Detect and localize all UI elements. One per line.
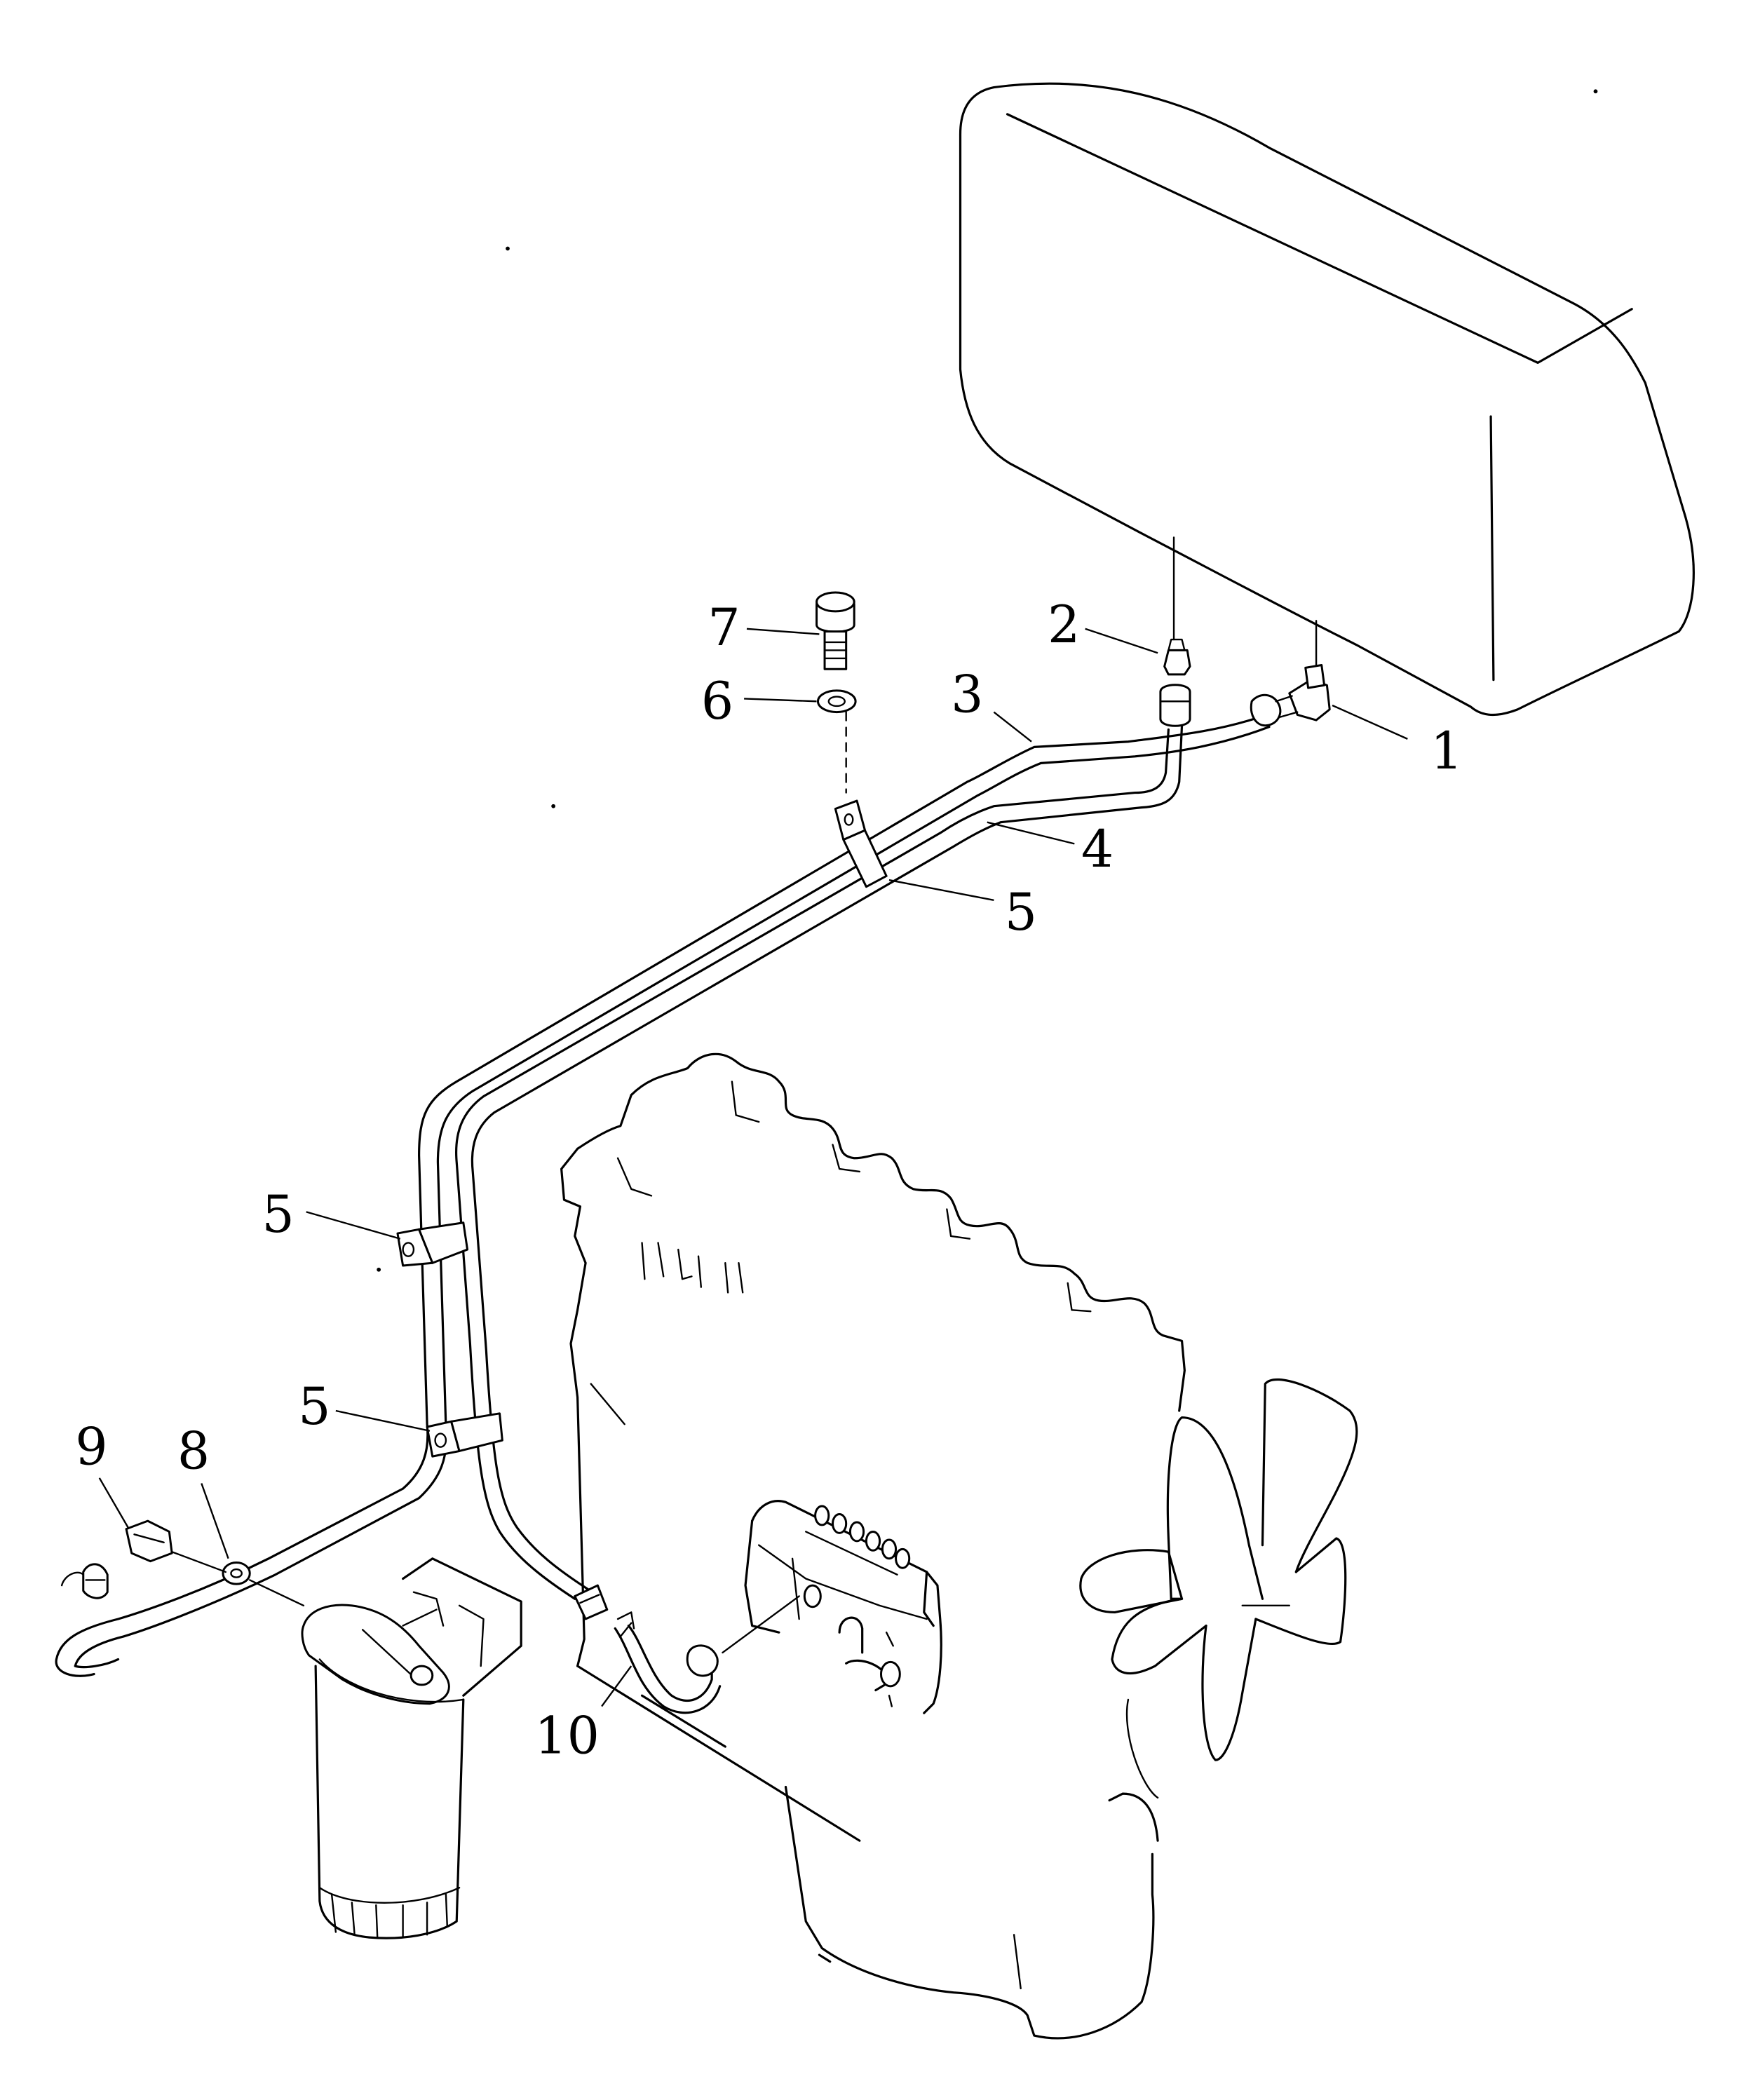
- callout-label-8: 8: [177, 1421, 210, 1481]
- connector-fitting: [1160, 639, 1190, 726]
- fuel-injection-pump: [745, 1501, 941, 1713]
- callout-label-3: 3: [951, 665, 983, 725]
- clamp-lower: [427, 1414, 502, 1456]
- elbow-fitting: [1251, 665, 1329, 726]
- callout-label-6: 6: [701, 672, 733, 731]
- banjo-fitting: [62, 1521, 172, 1598]
- callout-leaders: [100, 629, 1408, 1707]
- gasket: [223, 1563, 250, 1585]
- return-hose: [575, 1585, 799, 1713]
- callout-label-5: 5: [262, 1185, 295, 1245]
- callout-label-2: 2: [1048, 595, 1080, 655]
- callout-label-5: 5: [1005, 883, 1037, 942]
- fuel-lines: [56, 716, 1269, 1676]
- callout-label-1: 1: [1430, 722, 1463, 781]
- callout-labels: 1 2 3 4 5 5 5 6 7 8 9 10: [75, 595, 1463, 1766]
- engine-block: [562, 1054, 1185, 2038]
- fuel-filter: [302, 1559, 521, 1938]
- callout-label-9: 9: [75, 1418, 107, 1477]
- callout-label-4: 4: [1081, 820, 1114, 879]
- callout-label-5: 5: [298, 1377, 330, 1437]
- clamp-middle: [398, 1223, 468, 1266]
- fuel-tank: [961, 83, 1694, 714]
- clamp-upper: [835, 801, 886, 887]
- bolt: [817, 592, 855, 669]
- washer: [818, 691, 855, 712]
- callout-label-10: 10: [534, 1707, 600, 1766]
- callout-label-7: 7: [708, 598, 740, 658]
- scan-specks: [377, 89, 1598, 1272]
- cooling-fan: [1081, 1379, 1357, 1797]
